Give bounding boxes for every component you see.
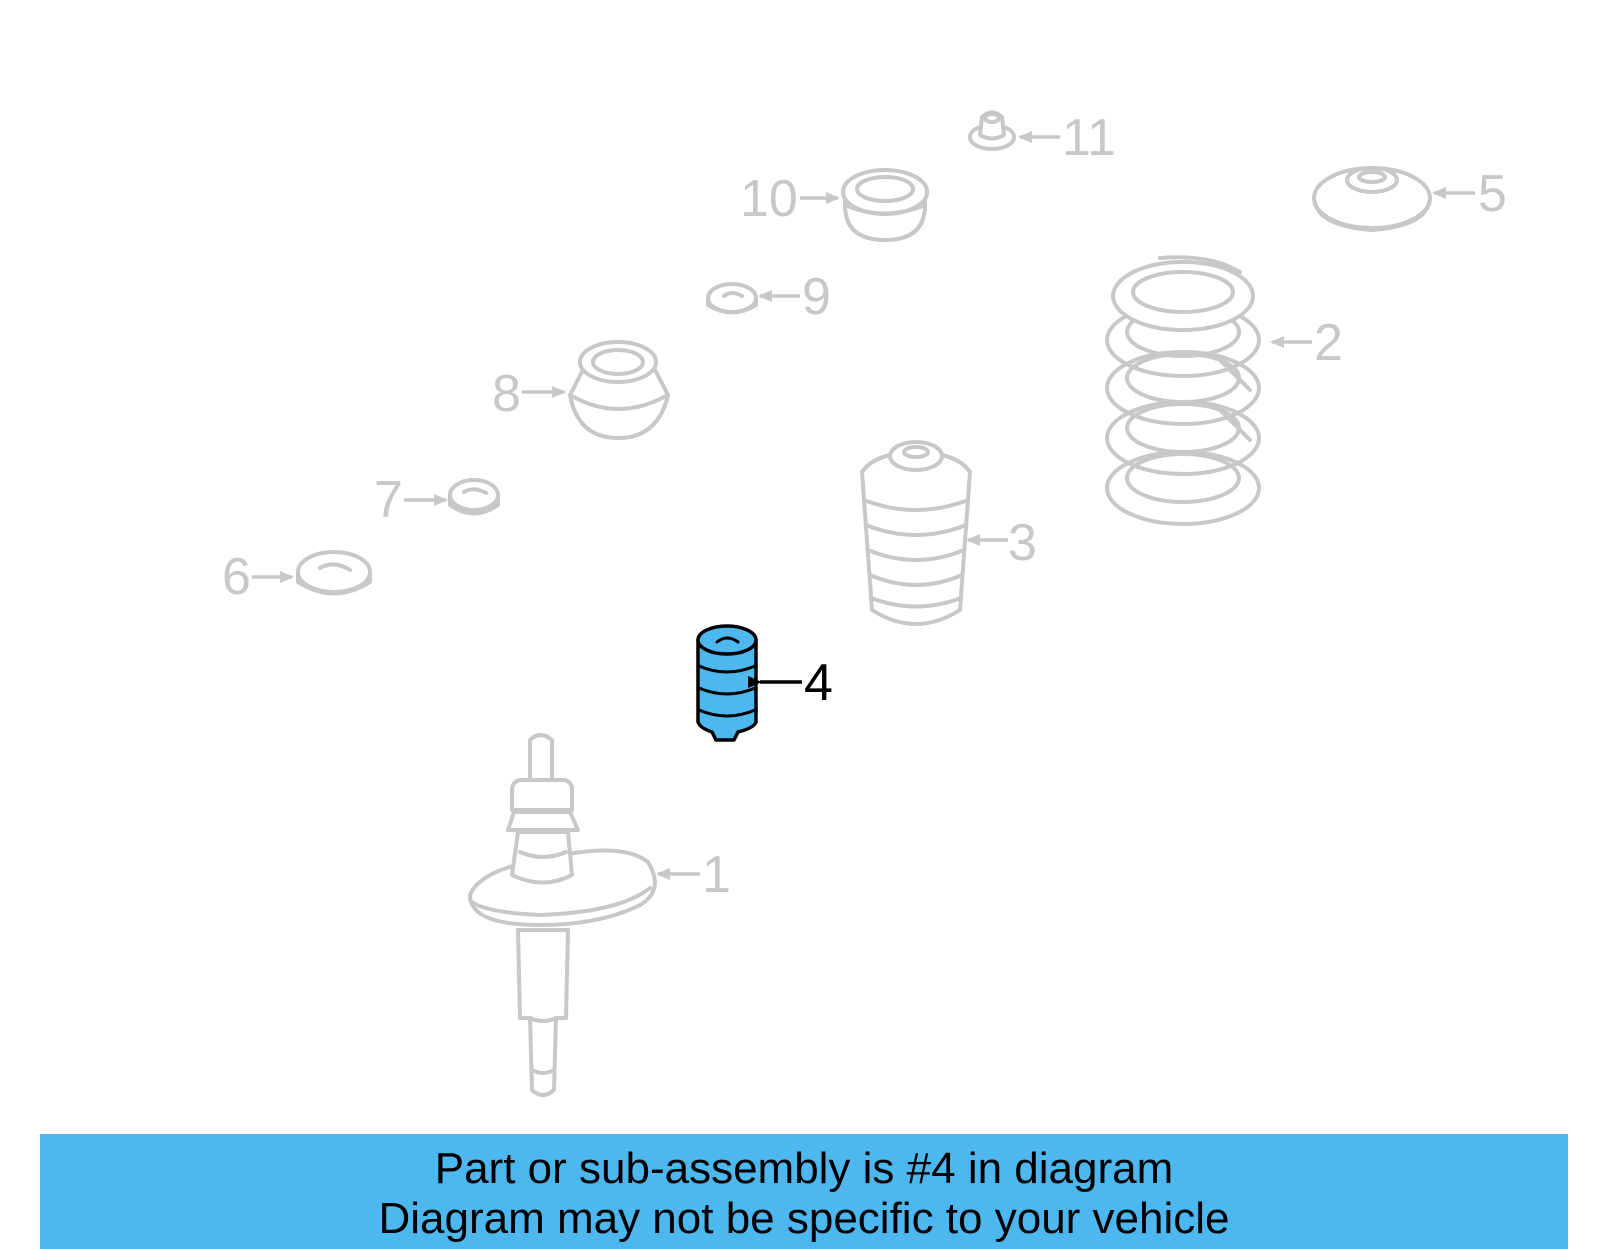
part-8-bearing (568, 340, 670, 440)
part-2-coil-spring (1105, 255, 1261, 526)
callout-2: 2 (1270, 314, 1343, 372)
callout-8: 8 (492, 365, 566, 423)
callout-2-label: 2 (1314, 314, 1343, 372)
callout-8-label: 8 (492, 365, 521, 423)
part-1-strut (468, 733, 657, 1097)
callout-7: 7 (374, 471, 448, 529)
part-9-washer (706, 282, 758, 315)
callout-3: 3 (966, 514, 1037, 572)
caption-line-1: Part or sub-assembly is #4 in diagram (434, 1144, 1174, 1193)
callout-6: 6 (222, 548, 294, 606)
callout-1: 1 (656, 846, 731, 904)
callout-1-label: 1 (702, 846, 731, 904)
callout-4: 4 (748, 654, 833, 712)
callout-5: 5 (1432, 165, 1507, 223)
callout-11: 11 (1018, 109, 1116, 167)
part-3-dust-boot (860, 440, 972, 626)
part-4-bump-stop[interactable] (696, 624, 758, 742)
part-10-insulator (841, 168, 929, 242)
callout-11-label: 11 (1062, 109, 1116, 167)
caption-line-2: Diagram may not be specific to your vehi… (378, 1194, 1230, 1243)
part-6-washer (296, 550, 372, 596)
callout-6-label: 6 (222, 548, 251, 606)
callout-9: 9 (758, 268, 831, 326)
part-11-nut (968, 110, 1016, 151)
callout-9-label: 9 (802, 268, 831, 326)
part-7-washer (448, 478, 500, 516)
callout-10: 10 (740, 170, 840, 228)
part-5-mount (1312, 166, 1432, 232)
callout-7-label: 7 (374, 471, 403, 529)
caption-bar: Part or sub-assembly is #4 in diagram Di… (40, 1134, 1568, 1249)
callout-3-label: 3 (1008, 514, 1037, 572)
callout-10-label: 10 (740, 170, 798, 228)
callout-5-label: 5 (1478, 165, 1507, 223)
callout-4-label: 4 (804, 654, 833, 712)
